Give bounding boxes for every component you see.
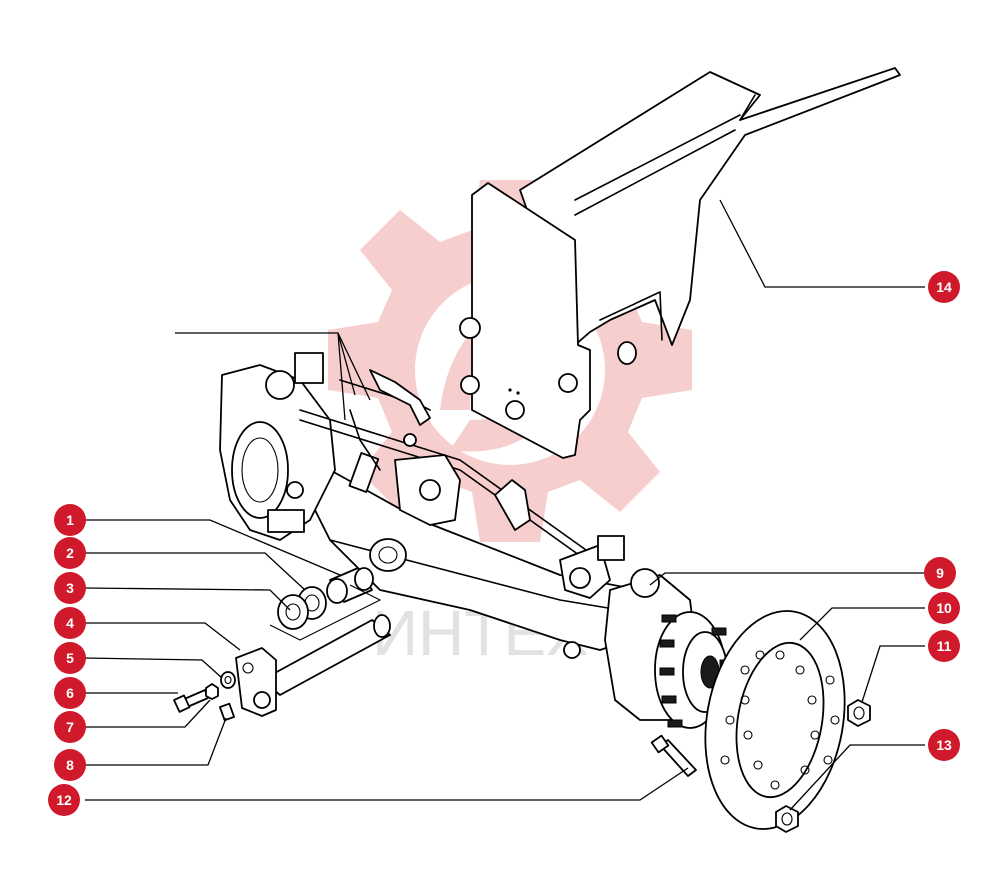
retaining-plate: [235, 647, 277, 717]
callout-5: 5: [54, 642, 86, 674]
callout-6: 6: [54, 677, 86, 709]
assembly-guide-line: [269, 584, 382, 641]
pivot-bushing: [326, 567, 374, 604]
callout-9: 9: [924, 557, 956, 589]
callout-3: 3: [54, 572, 86, 604]
callout-13: 13: [928, 729, 960, 761]
svg-text:8: 8: [66, 757, 74, 773]
svg-text:13: 13: [936, 737, 952, 753]
svg-text:11: 11: [937, 638, 952, 654]
washer: [220, 671, 236, 689]
svg-text:12: 12: [56, 792, 72, 808]
frame-rail: [459, 67, 901, 459]
svg-text:14: 14: [936, 279, 952, 295]
callout-8: 8: [54, 749, 86, 781]
svg-text:9: 9: [936, 565, 944, 581]
spring-washer: [205, 683, 219, 700]
svg-text:4: 4: [66, 615, 74, 631]
callout-10: 10: [928, 592, 960, 624]
wheel-bolt-holes: [720, 650, 840, 790]
svg-text:10: 10: [936, 600, 952, 616]
callout-1: 1: [54, 504, 86, 536]
wheel-nut: [775, 805, 799, 833]
callout-2: 2: [54, 537, 86, 569]
wheel-disc: [704, 610, 846, 830]
svg-text:5: 5: [66, 650, 74, 666]
callout-4: 4: [54, 607, 86, 639]
svg-text:6: 6: [66, 685, 74, 701]
callout-11: 11: [928, 630, 960, 662]
svg-text:1: 1: [66, 512, 74, 528]
svg-text:2: 2: [66, 545, 74, 561]
svg-text:3: 3: [66, 580, 74, 596]
wheel-stud: [650, 734, 697, 777]
leader-lines: [84, 199, 925, 811]
axle-housing: [219, 352, 701, 721]
hub-nut: [847, 699, 871, 727]
thrust-washers: [277, 586, 327, 630]
callout-7: 7: [54, 711, 86, 743]
callout-14: 14: [928, 271, 960, 303]
retaining-bolt: [173, 689, 209, 713]
svg-text:7: 7: [66, 719, 74, 735]
callout-12: 12: [48, 784, 80, 816]
grease-nipple: [219, 702, 235, 722]
